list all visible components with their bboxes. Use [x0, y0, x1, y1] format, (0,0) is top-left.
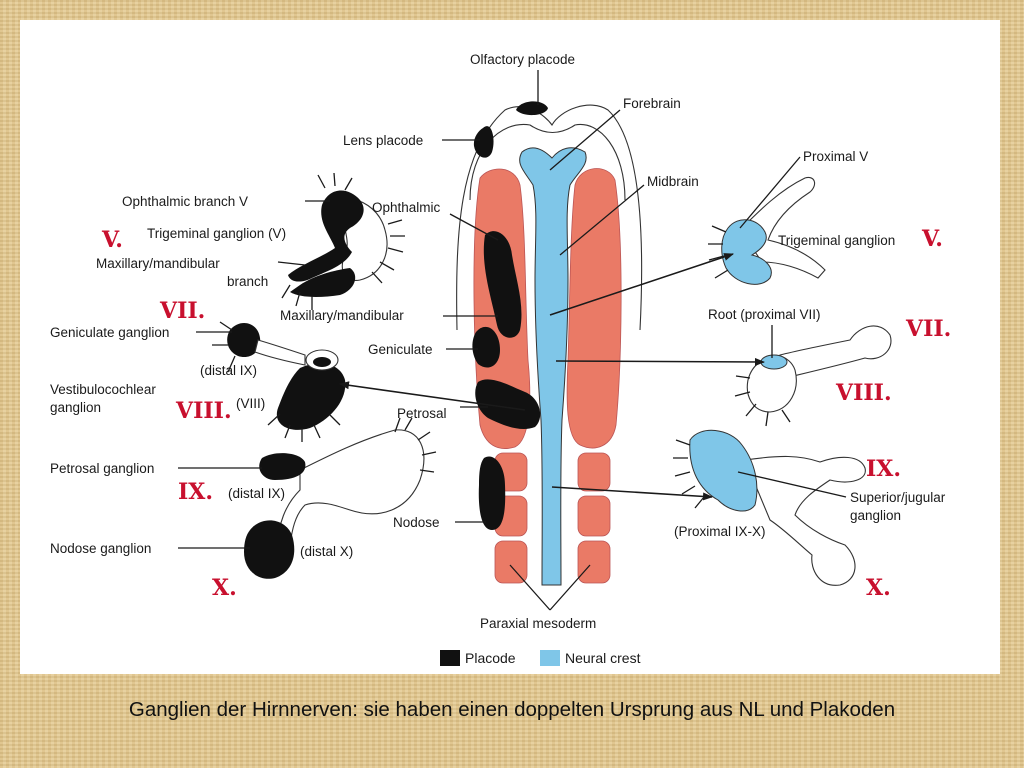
legend-neural-crest-label: Neural crest — [565, 650, 641, 666]
vii-nerve-right — [779, 325, 892, 379]
right-ix-x — [673, 429, 866, 586]
diagram-panel: Olfactory placode Forebrain Lens placode… — [20, 20, 1000, 674]
label-geniculate: Geniculate — [368, 342, 433, 357]
roman-right-v: V. — [921, 226, 943, 252]
label-distal-x: (distal X) — [300, 544, 353, 559]
ix-x-nerve-right — [744, 455, 866, 586]
left-geniculate-vestibulocochlear — [212, 321, 346, 442]
slide-caption: Ganglien der Hirnnerven: sie haben einen… — [128, 698, 896, 721]
ophthalmic-placode — [483, 231, 522, 338]
left-trigeminal-ganglion — [281, 172, 405, 310]
roman-left-vii: VII. — [159, 298, 205, 324]
olfactory-placode — [516, 101, 548, 116]
label-root-proximal-vii: Root (proximal VII) — [708, 307, 821, 322]
roman-right-viii: VIII. — [835, 380, 892, 406]
right-vii-viii — [734, 325, 892, 427]
label-ophthalmic: Ophthalmic — [372, 200, 441, 215]
petrosal-ganglion-left — [259, 453, 306, 480]
label-vestibulocochlear: Vestibulocochlear — [50, 382, 156, 397]
somite-right-2 — [577, 495, 611, 537]
root-proximal-vii-crest — [760, 354, 788, 370]
roman-left-viii: VIII. — [175, 398, 232, 424]
label-forebrain: Forebrain — [623, 96, 681, 111]
label-distal-ix-upper: (distal IX) — [200, 363, 257, 378]
geniculate-placode — [472, 326, 500, 368]
label-superior-jugular: Superior/jugular — [850, 490, 946, 505]
viii-fibres-right — [734, 375, 791, 427]
roman-right-vii: VII. — [905, 316, 951, 342]
label-viii-small: (VIII) — [236, 396, 265, 411]
nodose-ganglion-left — [244, 520, 295, 579]
label-trigeminal-ganglion: Trigeminal ganglion — [778, 233, 895, 248]
central-placodes — [472, 101, 548, 530]
ix-x-crest-right — [689, 429, 758, 512]
label-branch: branch — [227, 274, 268, 289]
trigeminal-left-placode — [288, 190, 364, 282]
vestibulocochlear-placode-left — [276, 363, 346, 430]
roman-left-x: X. — [212, 575, 237, 601]
label-geniculate-ganglion: Geniculate ganglion — [50, 325, 169, 340]
roman-right-ix: IX. — [866, 456, 901, 482]
label-trigeminal-ganglion-v: Trigeminal ganglion (V) — [147, 226, 286, 241]
label-vestibulocochlear-ganglion: ganglion — [50, 400, 101, 415]
vestibulocochlear-fibres — [212, 321, 341, 442]
label-superior-jugular-ganglion: ganglion — [850, 508, 901, 523]
vestibulocochlear-top-inner — [313, 357, 331, 367]
label-petrosal: Petrosal — [397, 406, 447, 421]
pointer-lines — [178, 70, 847, 611]
label-proximal-v: Proximal V — [803, 149, 868, 164]
label-lens-placode: Lens placode — [343, 133, 423, 148]
roman-left-v: V. — [101, 227, 123, 253]
vii-nerve-left — [254, 339, 306, 366]
petrosal-placode — [475, 379, 541, 429]
trigeminal-left-fibres — [281, 172, 405, 310]
nodose-placode — [478, 456, 506, 530]
roman-numerals: V. VII. VIII. IX. X. V. VII. VIII. IX. X… — [101, 226, 951, 601]
trigeminal-left-placode-2 — [290, 268, 356, 297]
roman-left-ix: IX. — [178, 479, 213, 505]
legend-placode-swatch — [440, 650, 460, 666]
head-outline — [456, 104, 643, 331]
legend: Placode Neural crest — [440, 650, 641, 666]
somite-right-3 — [577, 540, 611, 584]
viii-ganglion-right — [746, 354, 797, 413]
legend-neural-crest-swatch — [540, 650, 560, 666]
ix-x-fibres-left — [394, 417, 437, 473]
label-ophthalmic-branch-v: Ophthalmic branch V — [122, 194, 248, 209]
neural-tube-crest — [519, 147, 587, 586]
legend-placode-label: Placode — [465, 650, 516, 666]
label-nodose: Nodose — [393, 515, 440, 530]
roman-right-x: X. — [866, 575, 891, 601]
label-midbrain: Midbrain — [647, 174, 699, 189]
somite-right-1 — [577, 452, 611, 492]
label-nodose-ganglion: Nodose ganglion — [50, 541, 151, 556]
label-distal-ix: (distal IX) — [228, 486, 285, 501]
ix-x-fibres-right — [673, 439, 705, 509]
left-petrosal-nodose — [244, 417, 437, 579]
label-maxillary-mandibular-branch: Maxillary/mandibular — [96, 256, 220, 271]
label-olfactory-placode: Olfactory placode — [470, 52, 575, 67]
label-petrosal-ganglion: Petrosal ganglion — [50, 461, 154, 476]
trigeminal-right-crest — [721, 219, 772, 285]
label-maxillary-mandibular: Maxillary/mandibular — [280, 308, 404, 323]
trigeminal-right-fibres — [708, 225, 729, 279]
label-paraxial-mesoderm: Paraxial mesoderm — [480, 616, 596, 631]
somite-left-3 — [494, 540, 528, 584]
lens-placode — [473, 126, 494, 158]
right-trigeminal-ganglion — [708, 176, 826, 285]
geniculate-ganglion-left — [227, 323, 261, 358]
trigeminal-right-nerve — [739, 176, 826, 279]
label-proximal-ix-x: (Proximal IX-X) — [674, 524, 766, 539]
cranial-nerve-ganglia-diagram: Olfactory placode Forebrain Lens placode… — [50, 52, 951, 666]
labels: Olfactory placode Forebrain Lens placode… — [50, 52, 946, 631]
